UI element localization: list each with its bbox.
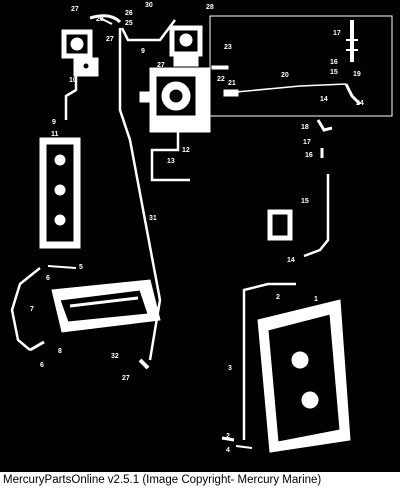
callout: 5 <box>79 264 83 271</box>
callout: 2 <box>226 433 230 440</box>
callout: 7 <box>30 306 34 313</box>
engine-block <box>257 299 351 453</box>
callout: 28 <box>206 4 214 11</box>
callout: 6 <box>46 275 50 282</box>
callout: 14 <box>320 96 328 103</box>
caption-bar <box>0 472 400 491</box>
callout: 14 <box>287 257 295 264</box>
callout: 6 <box>40 362 44 369</box>
callout: 18 <box>301 124 309 131</box>
callout: 15 <box>301 198 309 205</box>
callout: 8 <box>58 348 62 355</box>
callout: 12 <box>182 147 190 154</box>
callout: 22 <box>217 76 225 83</box>
callout: 2 <box>276 294 280 301</box>
callout: 1 <box>314 296 318 303</box>
fuel-pump-left <box>61 29 99 77</box>
callout: 25 <box>125 20 133 27</box>
callout: 3 <box>228 365 232 372</box>
fuel-system-exploded-view: 27 28 26 25 30 28 27 27 9 10 23 17 16 15… <box>10 2 393 454</box>
callout: 27 <box>106 36 114 43</box>
callout: 17 <box>333 30 341 37</box>
callout-labels: 27 28 26 25 30 28 27 27 9 10 23 17 16 15… <box>30 2 364 454</box>
callout: 19 <box>353 71 361 78</box>
callout: 31 <box>149 215 157 222</box>
callout: 11 <box>51 131 59 138</box>
callout: 30 <box>145 2 153 9</box>
callout: 10 <box>69 77 77 84</box>
callout: 24 <box>356 100 364 107</box>
carburetor <box>139 67 211 133</box>
callout: 27 <box>122 375 130 382</box>
callout: 9 <box>141 48 145 55</box>
callout: 20 <box>281 72 289 79</box>
fuel-pump-right <box>169 25 203 67</box>
intake-manifold <box>51 279 161 333</box>
callout: 4 <box>226 447 230 454</box>
caption-text: MercuryPartsOnline v2.5.1 (Image Copyrig… <box>3 474 322 486</box>
callout: 16 <box>305 152 313 159</box>
callout: 26 <box>125 10 133 17</box>
callout: 15 <box>330 69 338 76</box>
callout: 16 <box>330 59 338 66</box>
callout: 23 <box>224 44 232 51</box>
callout: 28 <box>96 16 104 23</box>
callout: 32 <box>111 353 119 360</box>
callout: 21 <box>228 80 236 87</box>
callout: 27 <box>71 6 79 13</box>
callout: 27 <box>157 62 165 69</box>
callout: 9 <box>52 119 56 126</box>
callout: 13 <box>167 158 175 165</box>
fuel-plate <box>39 137 81 249</box>
callout: 17 <box>303 139 311 146</box>
